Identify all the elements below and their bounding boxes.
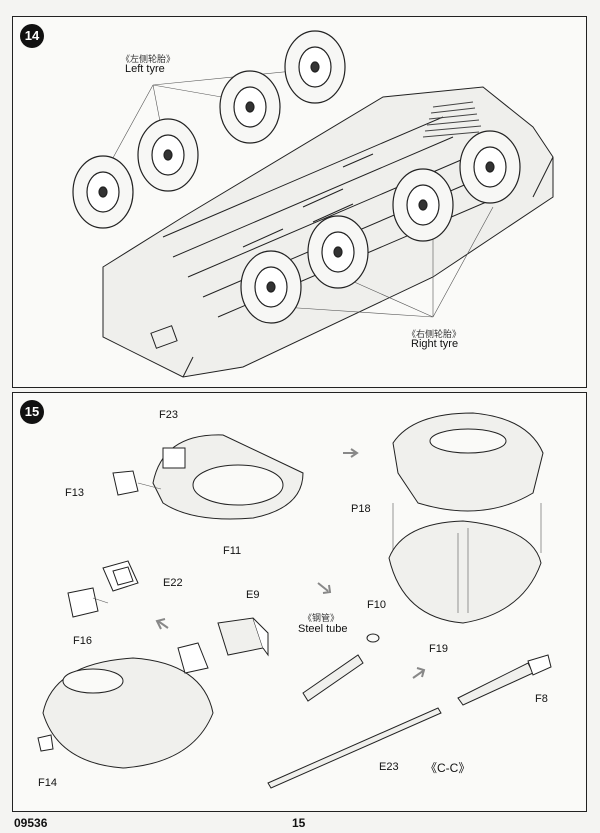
part-f13-label: F13 — [65, 487, 84, 499]
left-tyre-label: Left tyre — [125, 63, 165, 75]
tyre-group — [72, 30, 521, 324]
part-e9-label: E9 — [246, 589, 260, 601]
step-14-badge: 14 — [20, 24, 44, 48]
left-tyre-2 — [137, 118, 199, 192]
step-15-panel: 15 — [12, 392, 587, 812]
turret-assembly-illustration — [37, 412, 552, 789]
product-code: 09536 — [14, 816, 48, 830]
right-tyre-1 — [240, 250, 302, 324]
part-e22-label: E22 — [163, 577, 183, 589]
page-footer: 09536 15 — [0, 814, 600, 833]
left-tyre-1 — [72, 155, 134, 229]
steel-tube-label: Steel tube — [298, 623, 348, 635]
page-number: 15 — [292, 816, 306, 830]
part-f8-label: F8 — [535, 693, 548, 705]
right-tyre-cn-label: 《右侧轮胎》 — [407, 329, 462, 339]
step-14-panel: 14 — [12, 16, 587, 388]
left-tyre-cn-label: 《左侧轮胎》 — [121, 54, 176, 64]
section-cc-label: 《C-C》 — [425, 761, 471, 775]
part-f14-label: F14 — [38, 777, 57, 789]
part-f23-label: F23 — [159, 409, 178, 421]
right-tyre-4 — [459, 130, 521, 204]
left-tyre-4 — [284, 30, 346, 104]
part-f10-label: F10 — [367, 599, 386, 611]
steel-tube-cn-label: 《钢管》 — [303, 613, 340, 623]
part-f11-label: F11 — [223, 545, 242, 557]
right-tyre-3 — [392, 168, 454, 242]
part-f16-label: F16 — [73, 635, 92, 647]
right-tyre-label: Right tyre — [411, 338, 459, 350]
right-tyre-2 — [307, 215, 369, 289]
step-15-badge: 15 — [20, 400, 44, 424]
part-p18-label: P18 — [351, 503, 371, 515]
hull-underside-illustration — [72, 30, 554, 378]
part-e23-label: E23 — [379, 761, 399, 773]
part-f19-label: F19 — [429, 643, 448, 655]
left-tyre-3 — [219, 70, 281, 144]
